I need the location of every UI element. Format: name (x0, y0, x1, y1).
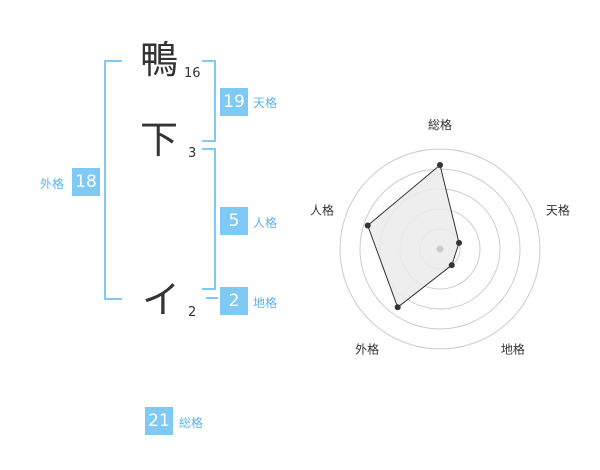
jinkaku-bracket (202, 148, 216, 290)
radar-ring-5 (339, 148, 541, 350)
name-char-2: 下 (140, 118, 179, 162)
gaikaku-bracket (104, 60, 122, 300)
jinkaku-value: 5 (220, 207, 248, 235)
name-char-1: 鴨 (140, 38, 179, 82)
radar-point-3 (448, 262, 455, 269)
jinkaku-label: 人格 (253, 216, 278, 230)
chikaku-value: 2 (220, 287, 248, 315)
radar-point-1 (437, 162, 443, 168)
soukaku-label: 総格 (179, 416, 204, 430)
radar-axis-label-4: 外格 (355, 341, 379, 356)
radar-axis-label-2: 天格 (546, 203, 570, 218)
soukaku-value: 21 (145, 407, 173, 435)
name-char-3: イ (142, 278, 181, 322)
stroke-count-2: 3 (188, 146, 197, 161)
stroke-count-3: 2 (188, 305, 197, 320)
tenkaku-value: 19 (220, 88, 248, 116)
gaikaku-label: 外格 (40, 177, 65, 191)
stroke-count-1: 16 (184, 66, 201, 81)
radar-axis-label-3: 地格 (501, 341, 525, 356)
radar-axis-label-1: 総格 (428, 117, 452, 132)
radar-area (367, 164, 460, 309)
radar-point-5 (364, 222, 371, 229)
chikaku-connector (206, 297, 218, 299)
tenkaku-bracket (202, 60, 216, 142)
radar-axis-label-5: 人格 (310, 203, 334, 218)
radar-point-4 (394, 304, 401, 311)
gaikaku-value: 18 (72, 168, 100, 196)
radar-point-2 (456, 239, 463, 246)
radar-center (436, 245, 444, 253)
tenkaku-label: 天格 (253, 96, 278, 110)
chikaku-label: 地格 (253, 296, 278, 310)
